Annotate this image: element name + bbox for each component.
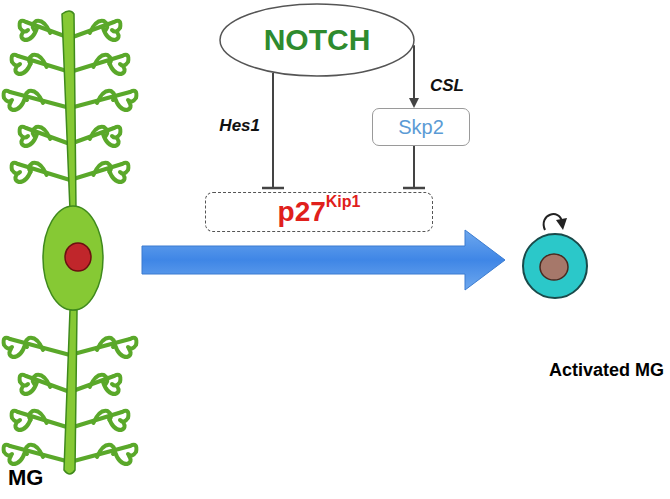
branch-stroke <box>112 375 120 386</box>
branch-stroke <box>97 445 115 457</box>
cell-region: MG <box>2 5 142 495</box>
node-text: MG <box>8 465 43 490</box>
node-label: p27Kip1 <box>278 196 361 228</box>
muller-glia-body <box>43 206 103 310</box>
arrowhead <box>409 98 419 108</box>
branch-stroke <box>97 91 115 103</box>
edge-label: Hes1 <box>217 116 262 136</box>
proliferation-arrowhead <box>556 218 567 230</box>
cell-region: Activated MG <box>505 225 668 385</box>
activated-nucleus <box>540 254 568 280</box>
inhibition-bar <box>262 187 284 190</box>
branch-stroke <box>12 55 20 66</box>
branch-stroke <box>120 55 128 66</box>
branch-stroke <box>128 338 136 349</box>
branch-stroke <box>128 91 136 102</box>
connector-line <box>413 146 415 188</box>
branch-stroke <box>97 338 115 350</box>
branch-stroke <box>20 21 28 32</box>
node-text: p27 <box>278 196 326 227</box>
superscript-text: Kip1 <box>326 193 361 210</box>
branch-stroke <box>4 445 12 456</box>
branch-stroke <box>25 445 43 457</box>
node-text: Skp2 <box>398 116 444 138</box>
branch-stroke <box>120 411 128 422</box>
node-label: Skp2 <box>398 116 444 139</box>
connector-line <box>272 73 274 188</box>
muller-glia-nucleus <box>65 243 91 271</box>
branch-stroke <box>25 91 43 103</box>
branch-stroke <box>25 338 43 350</box>
activated-cell <box>523 234 587 298</box>
node-label: Activated MG <box>549 360 664 381</box>
node-label: MG <box>8 465 43 491</box>
branch-stroke <box>112 127 120 138</box>
target-box: p27Kip1 <box>205 192 433 232</box>
protein-box: Skp2 <box>372 108 470 146</box>
node-text: NOTCH <box>264 23 371 56</box>
edge-label: CSL <box>428 76 466 96</box>
branch-stroke <box>12 411 20 422</box>
branch-stroke <box>112 21 120 32</box>
transition-arrow <box>142 230 505 290</box>
branch-stroke <box>20 127 28 138</box>
branch-stroke <box>120 163 128 174</box>
branch-stroke <box>4 91 12 102</box>
branch-stroke <box>20 375 28 386</box>
inhibition-bar <box>403 187 425 190</box>
branch-stroke <box>12 163 20 174</box>
branch-stroke <box>4 338 12 349</box>
node-text: Activated MG <box>549 360 664 380</box>
node-label: NOTCH <box>264 23 371 57</box>
connector-line <box>413 45 415 98</box>
pathway-ellipse: NOTCH <box>219 3 415 77</box>
branch-stroke <box>128 445 136 456</box>
